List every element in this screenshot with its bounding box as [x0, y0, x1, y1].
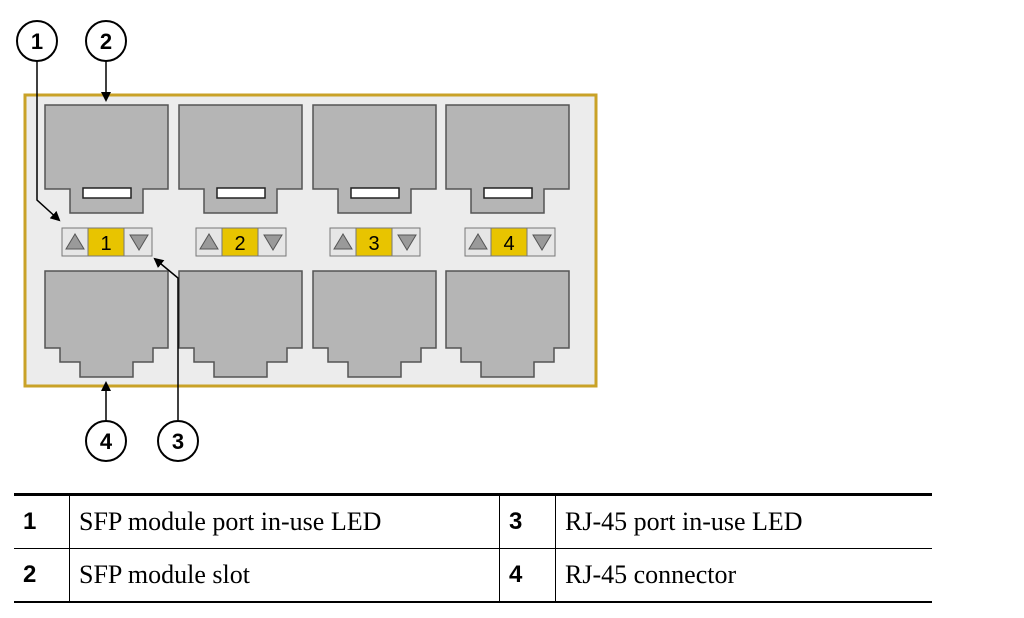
- rj45-led-down-icon: [263, 234, 283, 251]
- callout-number-4: 4: [100, 429, 113, 454]
- callout-4: 4: [85, 420, 127, 462]
- port-label-2: 2: [234, 233, 245, 255]
- legend-description: RJ-45 port in-use LED: [555, 494, 932, 549]
- led-strip-1: 1: [61, 227, 153, 257]
- led-strip-2: 2: [195, 227, 287, 257]
- legend-description: RJ-45 connector: [565, 560, 737, 589]
- legend-number: 4: [499, 548, 556, 602]
- callout-3: 3: [157, 420, 199, 462]
- rj45-connector-4[interactable]: [445, 270, 570, 378]
- port-label-1: 1: [100, 233, 111, 255]
- legend-row: 1 SFP module port in-use LED 3 RJ-45 por…: [14, 494, 932, 549]
- sfp-led-up-icon: [333, 233, 353, 250]
- port-label-4: 4: [503, 233, 514, 255]
- callout-2: 2: [85, 20, 127, 62]
- rj45-connector-3[interactable]: [312, 270, 437, 378]
- sfp-led-up-icon: [468, 233, 488, 250]
- led-strip-3: 3: [329, 227, 421, 257]
- sfp-slot-1[interactable]: [44, 104, 169, 214]
- callout-number-3: 3: [172, 429, 184, 454]
- rj45-led-down-icon: [397, 234, 417, 251]
- rj45-connector-2[interactable]: [178, 270, 303, 378]
- legend-number: 1: [14, 494, 70, 549]
- legend-table: 1 SFP module port in-use LED 3 RJ-45 por…: [14, 493, 932, 603]
- sfp-led-up-icon: [199, 233, 219, 250]
- led-strip-4: 4: [464, 227, 556, 257]
- callout-number-1: 1: [31, 29, 43, 54]
- legend-number: 2: [14, 548, 70, 602]
- leader-line-3: [153, 257, 179, 420]
- sfp-slot-2[interactable]: [178, 104, 303, 214]
- rj45-connector-1[interactable]: [44, 270, 169, 378]
- sfp-slot-3[interactable]: [312, 104, 437, 214]
- rj45-led-down-icon: [532, 234, 552, 251]
- callout-number-2: 2: [100, 29, 112, 54]
- legend-row: 2 SFP module slot 4 RJ-45 connector: [14, 548, 932, 602]
- legend-number: 3: [499, 494, 556, 549]
- callout-1: 1: [16, 20, 58, 62]
- port-label-3: 3: [368, 233, 379, 255]
- rj45-led-down-icon: [129, 234, 149, 251]
- sfp-led-up-icon: [65, 233, 85, 250]
- legend-description: SFP module port in-use LED: [69, 494, 500, 549]
- sfp-slot-4[interactable]: [445, 104, 570, 214]
- leader-line-1: [36, 61, 61, 222]
- port-panel-diagram: 1 2 3 4 1: [16, 20, 598, 462]
- legend-description: SFP module slot: [69, 548, 500, 602]
